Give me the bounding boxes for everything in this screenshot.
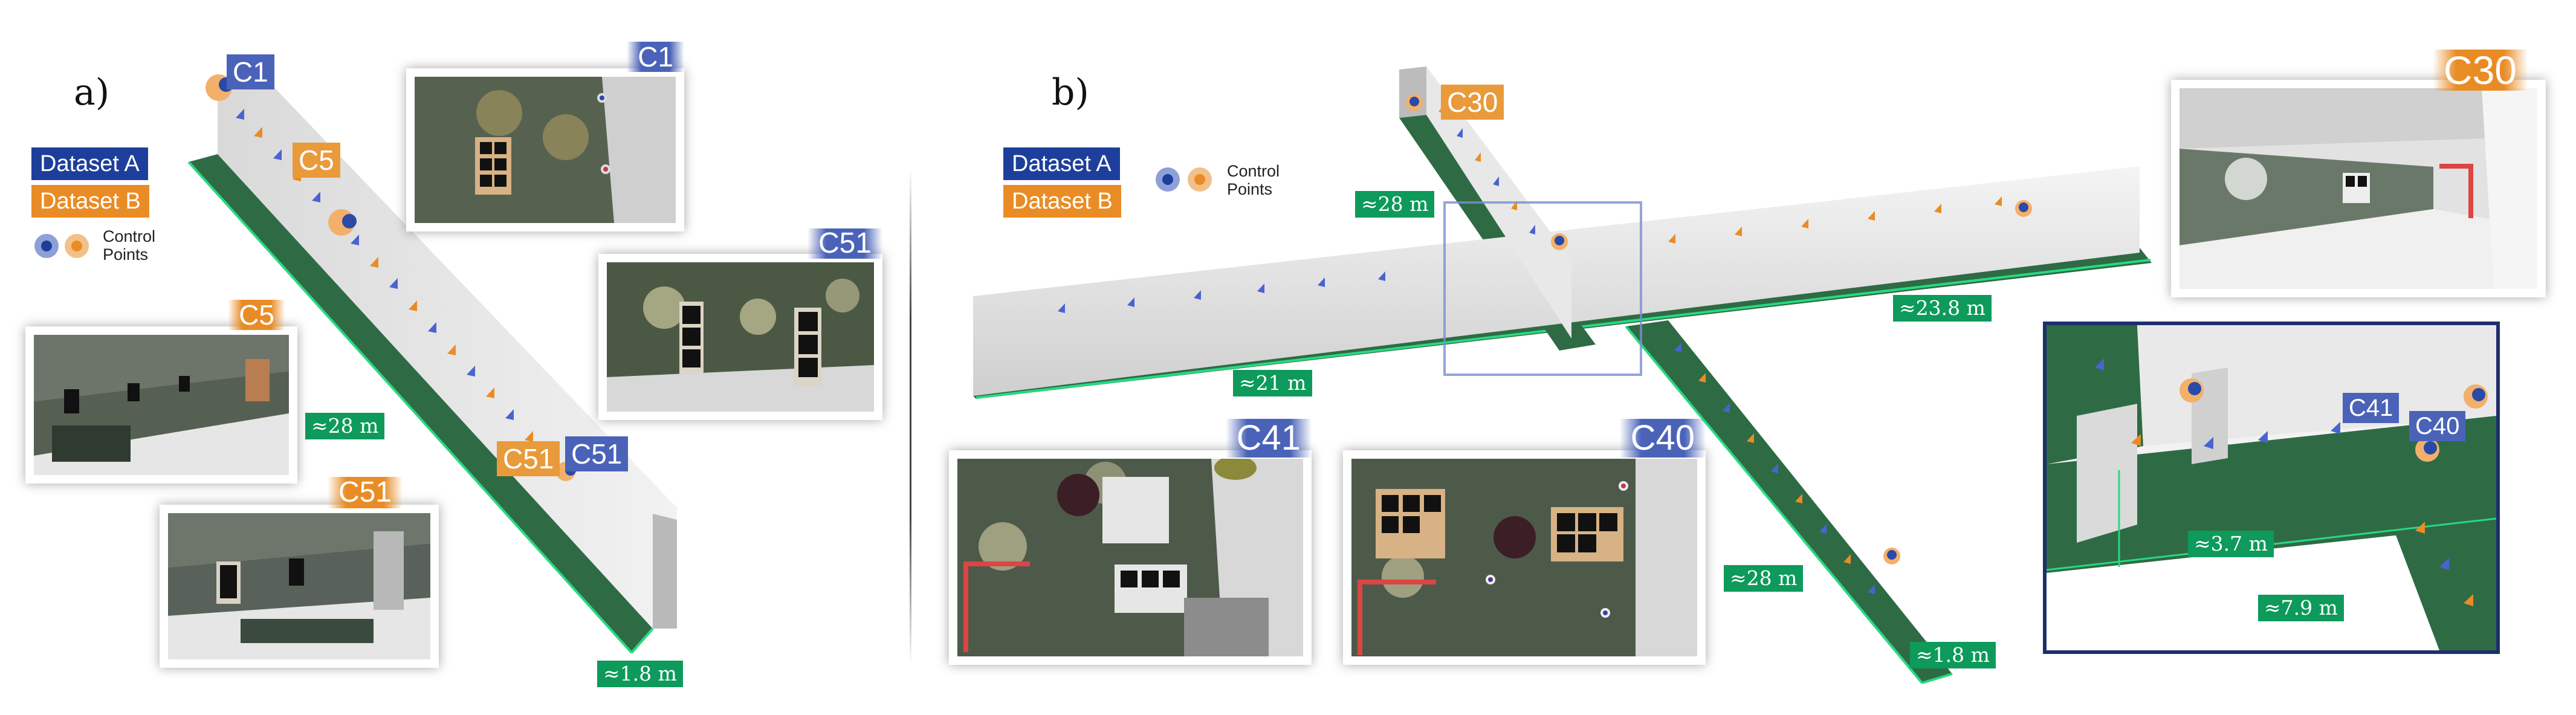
- measure-b-diag: ≈28 m: [1724, 565, 1804, 592]
- legend-b-dataset-b: Dataset B: [1003, 185, 1121, 218]
- inset-zoom: C41 C40 ≈3.7 m ≈7.9 m: [2043, 322, 2500, 654]
- photo-tag-c40: C40: [1619, 419, 1706, 458]
- photo-c30: C30: [2171, 50, 2546, 297]
- scene-label-c5: C5: [293, 143, 340, 178]
- photo-c1: C1: [406, 42, 684, 231]
- scene-label-c1: C1: [227, 54, 274, 89]
- photo-c51-right: C51: [598, 228, 882, 420]
- measure-a-width: ≈1.8 m: [597, 661, 683, 687]
- measure-b-left: ≈21 m: [1233, 370, 1313, 396]
- photo-tag-c5: C5: [228, 300, 285, 330]
- photo-c40: C40: [1343, 419, 1706, 665]
- measure-b-right: ≈23.8 m: [1893, 295, 1992, 322]
- photo-tag-c1: C1: [627, 42, 684, 72]
- photo-tag-c30: C30: [2432, 50, 2528, 91]
- inset-measure-2: ≈7.9 m: [2258, 595, 2344, 621]
- legend-b-dataset-a: Dataset A: [1003, 147, 1120, 180]
- control-points-b-label: Control Points: [1227, 162, 1280, 198]
- photo-tag-c51-bottom: C51: [327, 477, 403, 508]
- photo-c51-bottom: C51: [160, 477, 439, 668]
- control-points-label: Control Points: [103, 227, 156, 264]
- scene-label-c51-orange: C51: [497, 441, 560, 476]
- inset-label-c41: C41: [2343, 393, 2400, 423]
- corridor-b-scene: [973, 66, 2152, 684]
- control-points-icon: [34, 234, 89, 258]
- inset-label-c40: C40: [2409, 411, 2466, 441]
- photo-tag-c51-right: C51: [807, 228, 882, 259]
- legend-dataset-a: Dataset A: [31, 147, 148, 180]
- control-points-b-icon: [1156, 167, 1212, 192]
- panel-a-letter: a): [74, 71, 110, 114]
- measure-a-length: ≈28 m: [305, 413, 385, 439]
- scene-label-c51-blue: C51: [565, 436, 629, 471]
- inset-measure-1: ≈3.7 m: [2188, 531, 2274, 557]
- photo-c41: C41: [949, 419, 1312, 665]
- measure-b-end: ≈1.8 m: [1910, 642, 1996, 668]
- legend-dataset-b: Dataset B: [31, 185, 149, 218]
- panel-b-letter: b): [1052, 71, 1089, 114]
- photo-tag-c41: C41: [1225, 419, 1312, 458]
- panel-divider: [910, 169, 911, 665]
- measure-b-top: ≈28 m: [1355, 191, 1435, 218]
- corridor-a-scene: [187, 73, 677, 654]
- scene-label-c30: C30: [1441, 85, 1504, 120]
- photo-c5: C5: [25, 300, 297, 484]
